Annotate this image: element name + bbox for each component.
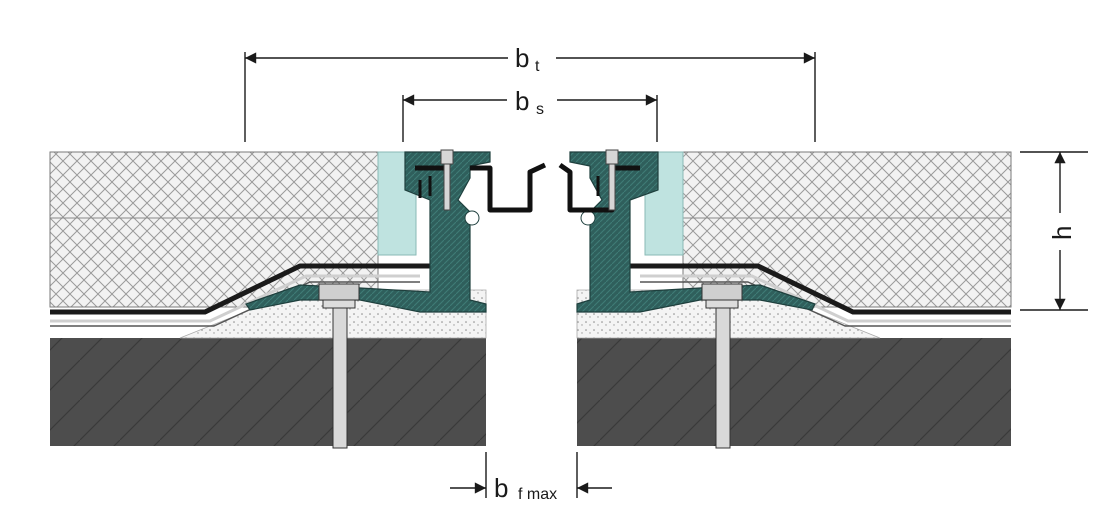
dimension-bf-subscript: f max xyxy=(518,486,557,503)
right-aluminium-profile xyxy=(569,151,816,313)
dimension-bf xyxy=(450,452,612,498)
left-floor-covering xyxy=(49,151,379,308)
dimension-bs xyxy=(402,94,658,142)
dimension-h-label: h xyxy=(1047,226,1077,240)
dimension-bt-subscript: t xyxy=(535,58,540,75)
dimension-h xyxy=(1020,151,1088,311)
clamp-screws xyxy=(440,149,619,211)
dimension-bs-label: b xyxy=(515,86,529,116)
dimension-bt xyxy=(244,52,816,142)
left-concrete-slab xyxy=(50,338,486,446)
dimension-bf-label: b xyxy=(494,473,508,503)
dimension-bs-subscript: s xyxy=(536,101,544,118)
right-floor-covering xyxy=(682,151,1012,308)
right-concrete-slab xyxy=(577,338,1011,446)
rubber-seal-insert xyxy=(415,162,640,213)
right-anchor-bolt xyxy=(701,283,743,449)
dimension-bt-label: b xyxy=(515,43,529,73)
left-anchor-bolt xyxy=(318,283,360,449)
